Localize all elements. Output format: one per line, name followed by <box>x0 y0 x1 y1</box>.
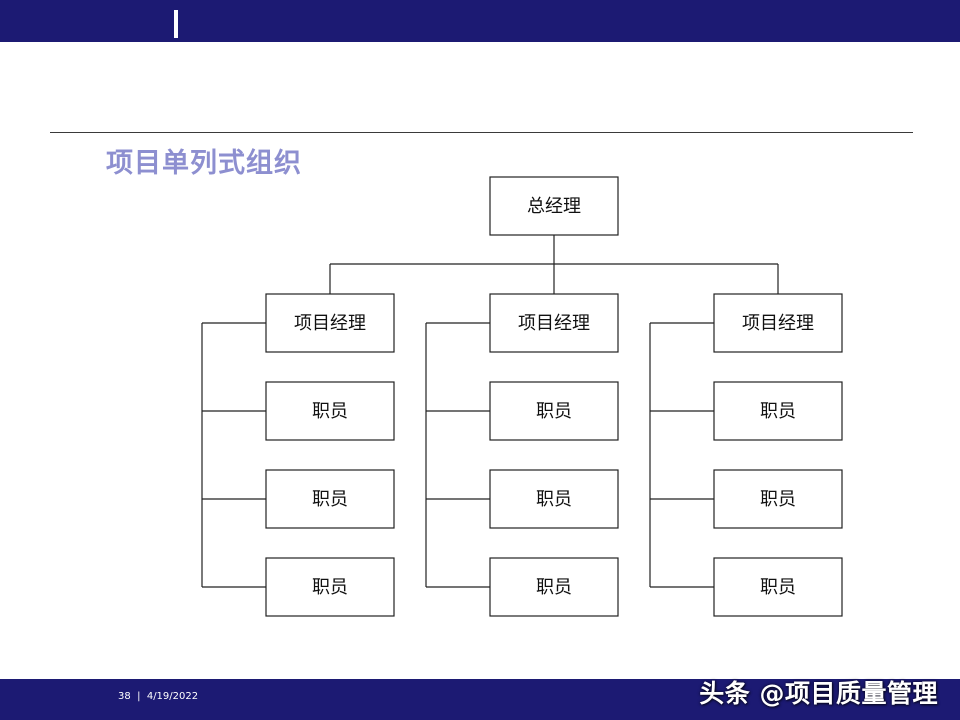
title-divider-line <box>50 132 913 133</box>
staff-node-box <box>265 469 395 529</box>
slide-date: 4/19/2022 <box>146 691 199 702</box>
staff-node: 职员 <box>489 469 619 529</box>
staff-node-box <box>489 381 619 441</box>
project-manager-node-label: 项目经理 <box>518 313 590 334</box>
staff-node-box <box>713 381 843 441</box>
project-manager-node-label: 项目经理 <box>742 313 814 334</box>
staff-node-box <box>489 469 619 529</box>
general-manager-node-label: 总经理 <box>527 196 581 217</box>
project-manager-node-label: 项目经理 <box>294 313 366 334</box>
staff-node-label: 职员 <box>536 489 572 510</box>
staff-node-label: 职员 <box>312 489 348 510</box>
staff-node-label: 职员 <box>312 577 348 598</box>
project-manager-node: 项目经理 <box>713 293 843 353</box>
project-manager-node: 项目经理 <box>265 293 395 353</box>
footer-bar <box>0 679 960 720</box>
watermark-text: 头条 @项目质量管理 <box>699 679 938 708</box>
staff-node: 职员 <box>265 469 395 529</box>
staff-node: 职员 <box>713 381 843 441</box>
staff-node-label: 职员 <box>536 577 572 598</box>
staff-node-box <box>713 469 843 529</box>
staff-node-label: 职员 <box>536 401 572 422</box>
slide-title: 项目单列式组织 <box>106 148 302 179</box>
staff-node: 职员 <box>713 469 843 529</box>
staff-node-label: 职员 <box>312 401 348 422</box>
header-bar <box>0 0 960 42</box>
staff-node: 职员 <box>265 557 395 617</box>
project-manager-node-box <box>713 293 843 353</box>
footer-page-info: 38 | 4/19/2022 <box>118 691 198 702</box>
footer-separator: | <box>137 691 141 702</box>
project-manager-node: 项目经理 <box>489 293 619 353</box>
staff-node-box <box>265 381 395 441</box>
general-manager-node: 总经理 <box>489 176 619 236</box>
staff-node-label: 职员 <box>760 401 796 422</box>
staff-node: 职员 <box>489 381 619 441</box>
staff-node-box <box>265 557 395 617</box>
staff-node-label: 职员 <box>760 489 796 510</box>
staff-node: 职员 <box>265 381 395 441</box>
general-manager-node-box <box>489 176 619 236</box>
project-manager-node-box <box>265 293 395 353</box>
staff-node-box <box>489 557 619 617</box>
header-notch-decoration <box>174 10 178 38</box>
staff-node: 职员 <box>489 557 619 617</box>
staff-node-label: 职员 <box>760 577 796 598</box>
project-manager-node-box <box>489 293 619 353</box>
staff-node: 职员 <box>713 557 843 617</box>
staff-node-box <box>713 557 843 617</box>
page-number: 38 <box>118 691 131 702</box>
